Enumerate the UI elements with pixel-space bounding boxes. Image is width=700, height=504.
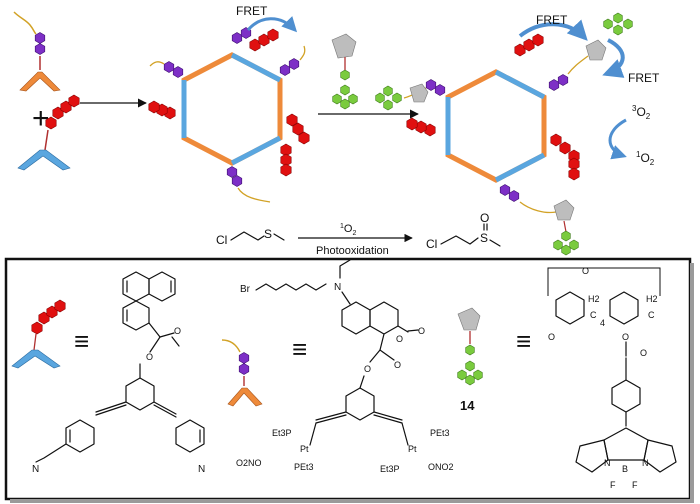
fret-label-right-top: FRET — [536, 13, 568, 27]
triplet-oxygen-label: 3O2 — [632, 104, 651, 121]
fret-label-right-mid: FRET — [628, 71, 660, 85]
reagent-singlet-oxygen: 1O2 — [340, 223, 356, 237]
svg-text:F: F — [610, 480, 616, 490]
svg-text:O: O — [394, 360, 401, 370]
pillararene-bodipy-cartoon — [331, 33, 358, 110]
product-s: S — [480, 231, 488, 245]
plus-sign: + — [32, 102, 50, 135]
svg-text:O: O — [640, 348, 647, 358]
svg-text:F: F — [632, 480, 638, 490]
svg-text:O: O — [418, 326, 425, 336]
svg-text:N: N — [198, 464, 205, 475]
reactant-cl: Cl — [216, 233, 227, 247]
box-shadow-bottom — [10, 499, 694, 503]
svg-text:O2NO: O2NO — [236, 458, 262, 468]
coumarin-ligand-small-cartoon — [221, 339, 263, 407]
pillararene-bodipy-structure: O H2 C H2 C 4 O O O N N B F F — [547, 266, 677, 490]
svg-text:O: O — [396, 334, 403, 344]
coumarin-ligand-cartoon — [13, 11, 61, 92]
product-o: O — [480, 211, 489, 225]
svg-text:O: O — [622, 332, 629, 342]
svg-text:Pt: Pt — [300, 444, 309, 454]
svg-text:C: C — [648, 310, 655, 320]
oxygen-arrow — [608, 118, 627, 160]
fret-arrow-right-top — [518, 19, 588, 41]
reactant-s: S — [264, 227, 272, 241]
svg-text:O: O — [548, 332, 555, 342]
compound-number: 14 — [460, 398, 475, 413]
fret-arrow-right-mid — [602, 38, 625, 78]
box-shadow-right — [690, 263, 694, 503]
svg-text:N: N — [334, 282, 341, 293]
equiv-symbol-3: ≡ — [516, 326, 531, 356]
svg-text:C: C — [590, 310, 597, 320]
photooxidation-reaction: Cl S 1O2 Photooxidation Cl S O — [216, 211, 501, 257]
svg-text:H2: H2 — [646, 294, 658, 304]
svg-text:Pt: Pt — [408, 444, 417, 454]
fret-label-left: FRET — [236, 4, 268, 18]
equiv-symbol-1: ≡ — [74, 326, 89, 356]
svg-text:B: B — [622, 464, 628, 474]
singlet-oxygen-label: 1O2 — [636, 150, 655, 167]
process-label: Photooxidation — [316, 245, 389, 257]
svg-text:H2: H2 — [588, 294, 600, 304]
svg-text:O: O — [174, 326, 181, 336]
svg-text:Br: Br — [240, 284, 251, 295]
svg-text:4: 4 — [600, 318, 605, 328]
svg-text:PEt3: PEt3 — [294, 462, 314, 472]
product-cl: Cl — [426, 237, 437, 251]
metallacycle-left — [148, 27, 310, 203]
equiv-symbol-2: ≡ — [292, 334, 307, 364]
compound-14-cartoon — [457, 307, 483, 386]
svg-text:O: O — [582, 266, 589, 276]
svg-text:O: O — [364, 364, 371, 374]
anthracene-ligand-small-cartoon — [11, 299, 66, 369]
svg-text:Et3P: Et3P — [380, 464, 400, 474]
metallacycle-right — [375, 12, 633, 255]
fret-arrow-left — [246, 16, 298, 33]
svg-text:N: N — [32, 464, 39, 475]
svg-text:N: N — [642, 458, 649, 468]
svg-text:PEt3: PEt3 — [430, 428, 450, 438]
svg-text:N: N — [604, 458, 611, 468]
anthracene-ligand-cartoon — [17, 94, 80, 171]
anthracene-ligand-structure: O O N N — [32, 271, 205, 475]
coumarin-ligand-structure: Br N O O O O Et3P Pt O2NO PEt3 PEt3 Pt E… — [236, 259, 454, 474]
svg-text:ONO2: ONO2 — [428, 462, 454, 472]
svg-text:Et3P: Et3P — [272, 428, 292, 438]
svg-text:O: O — [146, 352, 153, 362]
